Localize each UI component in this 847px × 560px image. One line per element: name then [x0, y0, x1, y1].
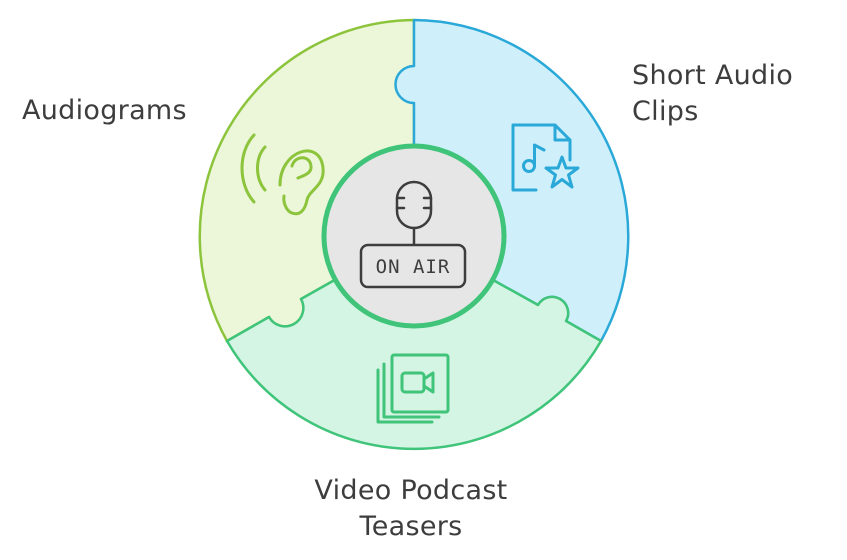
label-short-audio-clips: Short Audio Clips — [632, 58, 793, 130]
label-line: Audiograms — [22, 95, 187, 126]
microphone-icon — [359, 180, 467, 289]
label-line: Video Podcast — [314, 475, 508, 506]
label-line: Teasers — [359, 511, 463, 542]
music-file-star-icon — [511, 123, 580, 192]
on-air-text: ON AIR — [376, 256, 451, 278]
label-line: Short Audio — [632, 60, 794, 91]
label-video-podcast-teasers: Video Podcast Teasers — [262, 473, 560, 545]
label-line: Clips — [632, 96, 699, 127]
video-files-icon — [376, 353, 450, 424]
ear-sound-icon — [240, 133, 325, 216]
label-audiograms: Audiograms — [22, 93, 187, 129]
segment-video-podcast-teasers — [225, 275, 603, 451]
